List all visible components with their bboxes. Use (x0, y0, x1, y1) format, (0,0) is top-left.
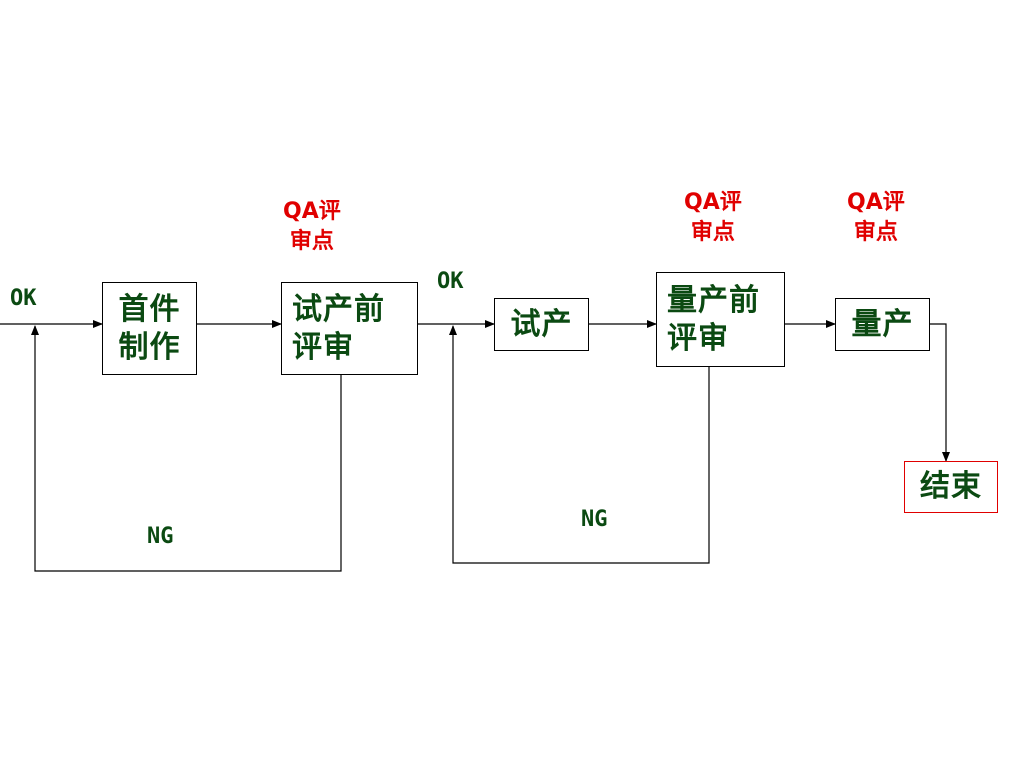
label-ok-left: OK (10, 286, 37, 311)
label-qa-review-point-3: QA评 审点 (847, 188, 905, 248)
label-qa-review-point-2: QA评 审点 (684, 188, 742, 248)
ng-loop-right (449, 325, 710, 564)
node-trial-production: 试产 (494, 298, 589, 351)
node-trial-production-label: 试产 (510, 306, 573, 342)
label-qa-review-point-1-line1: QA评 (283, 199, 341, 224)
node-end: 结束 (904, 461, 998, 513)
label-qa-review-point-1: QA评 审点 (283, 197, 341, 257)
label-qa-review-point-1-line2: 审点 (289, 229, 334, 254)
label-ng-left: NG (147, 524, 174, 549)
arrow-mass-production-to-end (930, 323, 950, 462)
node-pre-trial-review: 试产前 评审 (281, 282, 418, 375)
label-ok-middle: OK (437, 269, 464, 294)
node-pre-mass-review: 量产前 评审 (656, 272, 785, 367)
node-first-article-line2: 制作 (118, 329, 181, 365)
label-qa-review-point-2-line2: 审点 (690, 220, 735, 245)
node-end-label: 结束 (920, 469, 982, 504)
node-pre-mass-review-line1: 量产前 (667, 282, 760, 318)
node-first-article: 首件 制作 (102, 282, 197, 375)
node-mass-production-label: 量产 (851, 306, 914, 342)
ng-loop-left (31, 325, 342, 572)
node-first-article-line1: 首件 (118, 291, 181, 327)
label-ng-right: NG (581, 507, 608, 532)
node-pre-trial-review-line1: 试产前 (292, 291, 385, 327)
label-qa-review-point-3-line1: QA评 (847, 190, 905, 215)
label-qa-review-point-3-line2: 审点 (853, 220, 898, 245)
node-mass-production: 量产 (835, 298, 930, 351)
node-pre-trial-review-line2: 评审 (292, 329, 354, 365)
label-qa-review-point-2-line1: QA评 (684, 190, 742, 215)
node-pre-mass-review-line2: 评审 (667, 320, 729, 356)
